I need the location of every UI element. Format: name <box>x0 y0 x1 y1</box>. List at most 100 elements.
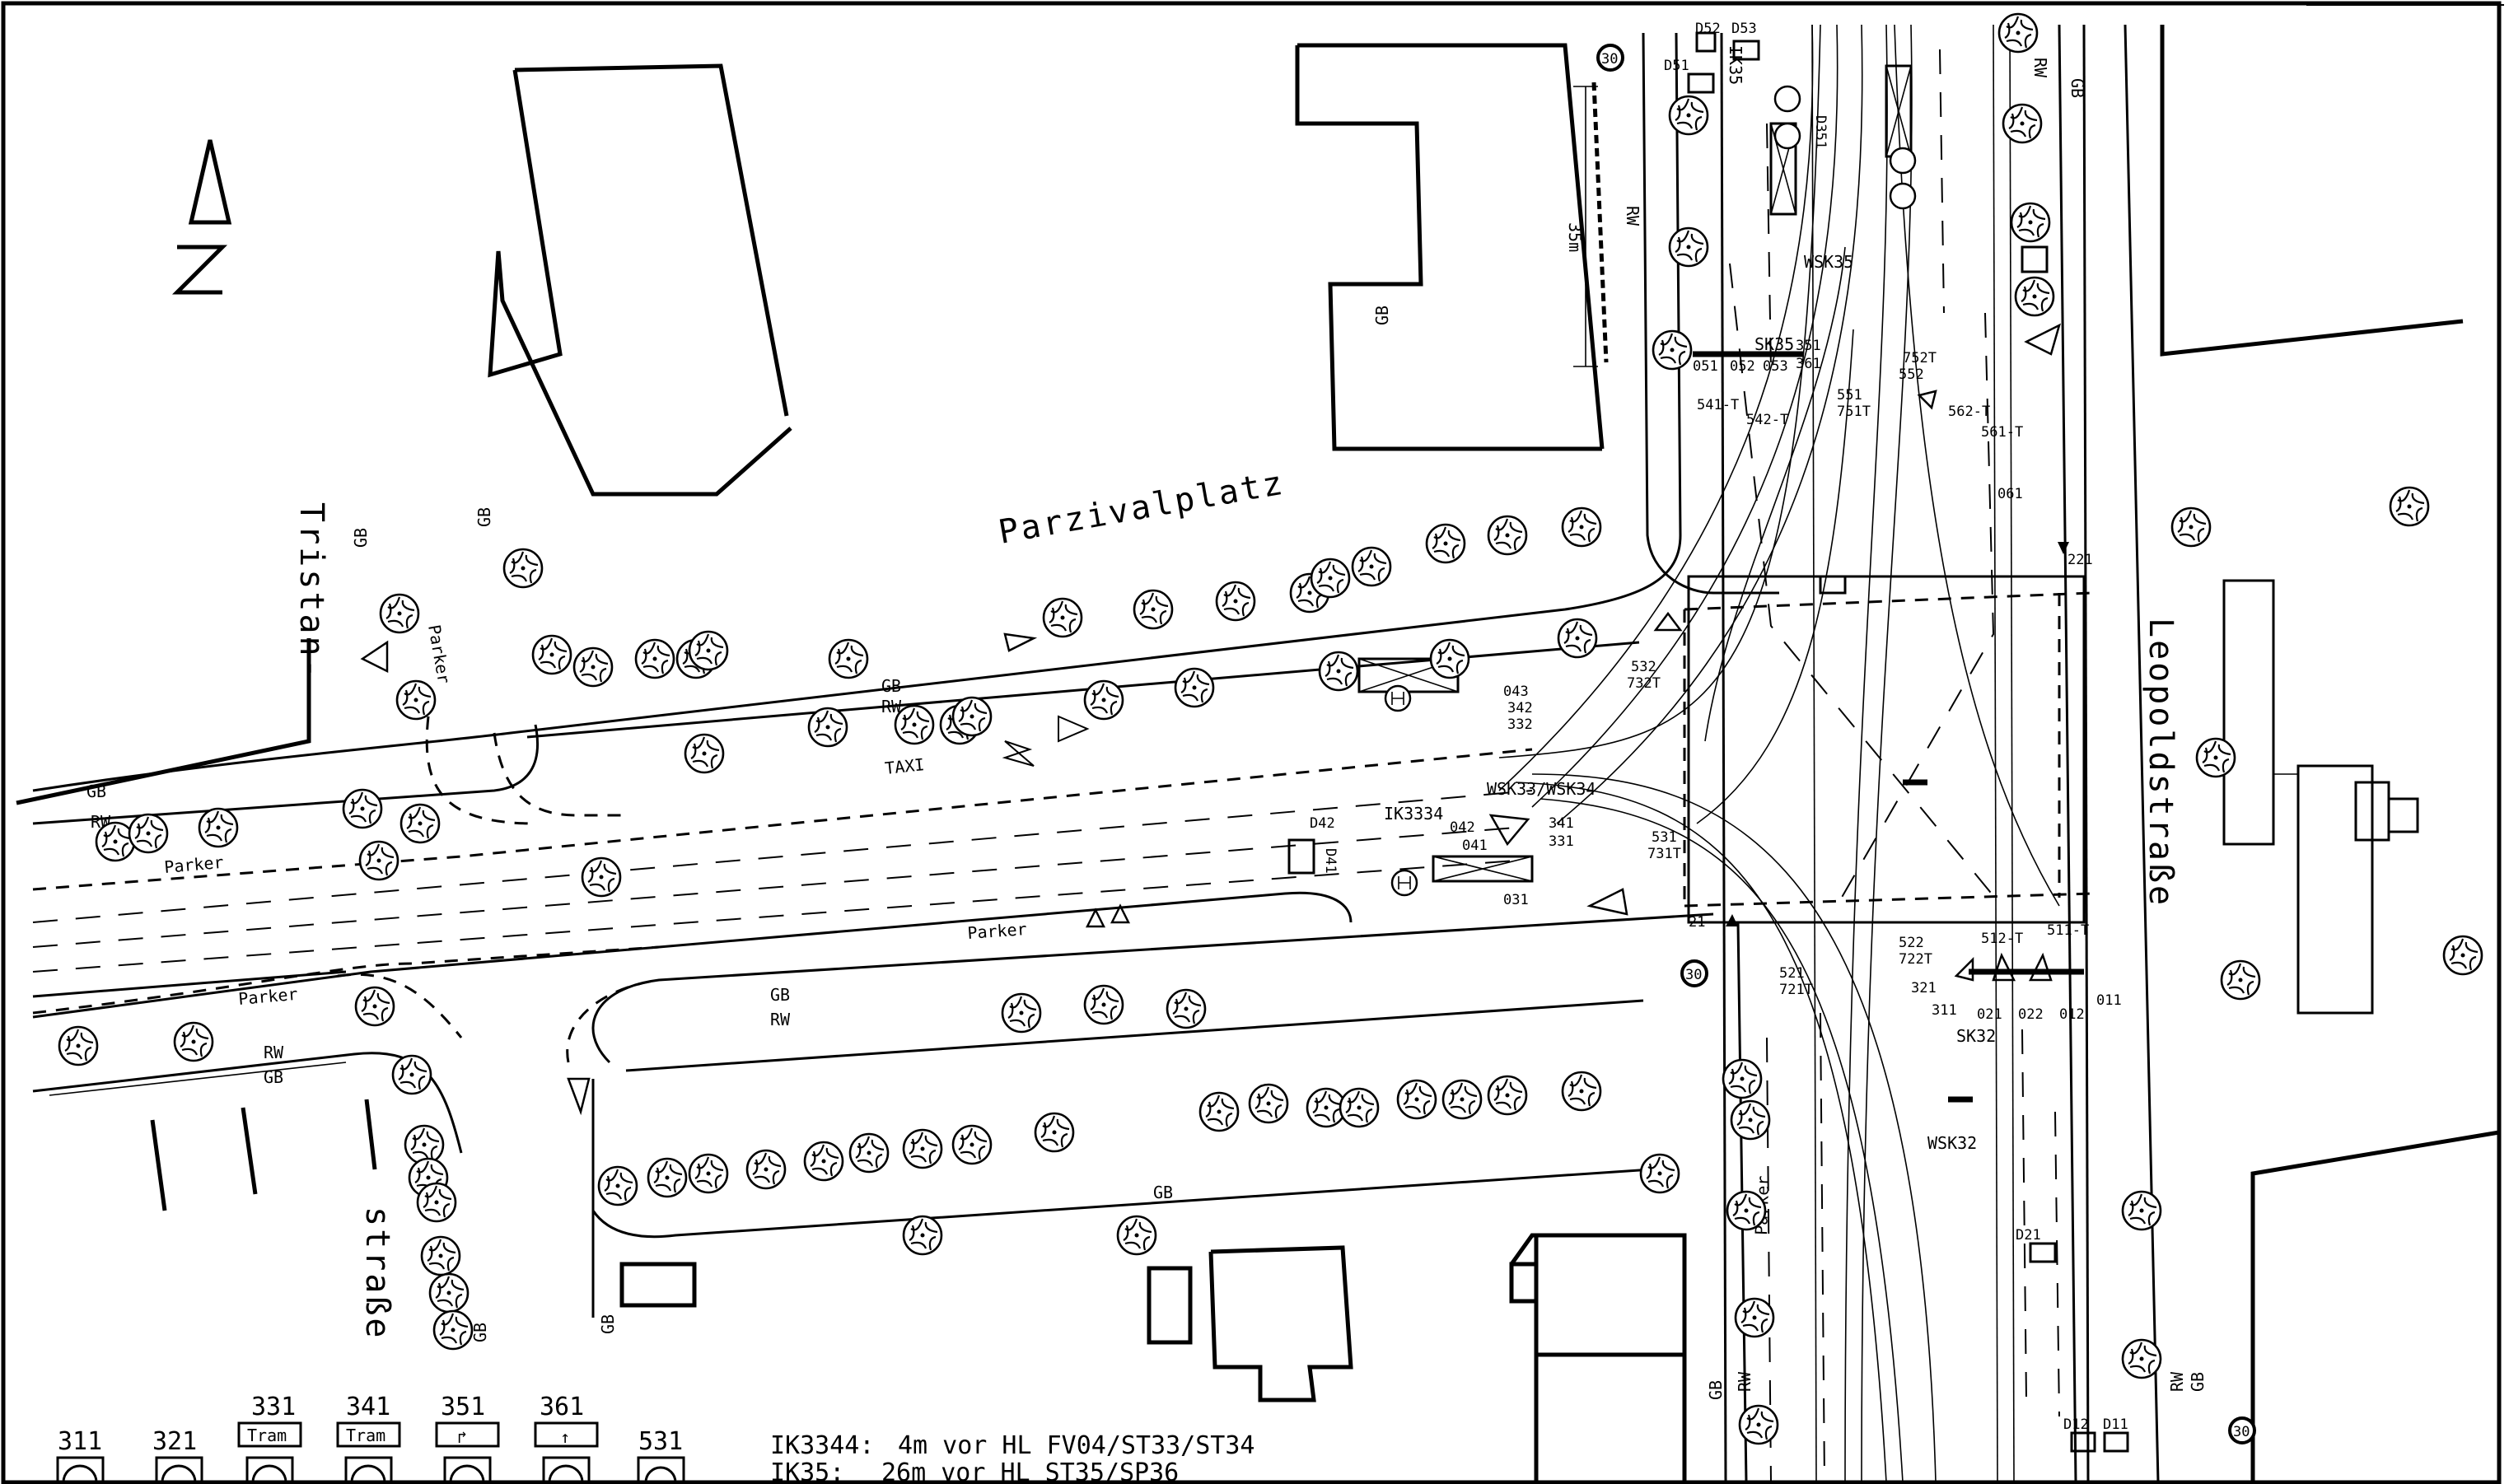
tree-icon <box>1429 638 1470 679</box>
tree-icon <box>1441 1079 1483 1120</box>
tristanstrasse-label-top: Tristan- <box>292 502 330 681</box>
rw-label: RW <box>2030 58 2050 78</box>
legend: 311 321 331 Tram 341 Tram 351 ↱ <box>56 1393 685 1484</box>
tree-icon <box>1306 1087 1347 1128</box>
tree-icon <box>391 1054 432 1095</box>
note-key: IK35: <box>770 1458 844 1484</box>
tree-icon <box>2014 276 2055 317</box>
tree-icon <box>951 696 993 737</box>
tree-icon <box>828 638 869 679</box>
tree-icon <box>1557 618 1598 659</box>
tree-icon <box>684 733 725 774</box>
signal-label: 022 <box>2018 1006 2044 1023</box>
tree-icon <box>951 1124 993 1165</box>
signal-label: 051 <box>1693 358 1718 375</box>
gb-label: GB <box>881 676 901 696</box>
tree-icon <box>1351 546 1392 587</box>
detector-label: D11 <box>2103 1416 2128 1433</box>
tree-icon <box>2195 737 2236 778</box>
legend-code: 321 <box>152 1427 197 1456</box>
tree-icon <box>531 634 572 675</box>
tree-icon <box>1561 1071 1602 1112</box>
tree-icon <box>647 1157 688 1198</box>
tree-icon <box>1198 1091 1240 1132</box>
gb-label: GB <box>1153 1183 1173 1202</box>
tree-icon <box>1116 1215 1157 1256</box>
tram-tracks <box>1498 24 2060 1483</box>
signal-label: 731T <box>1647 846 1681 862</box>
signal-label: 21 <box>1689 914 1705 931</box>
speed-value: 30 <box>1685 967 1702 983</box>
signal-label: 043 <box>1503 684 1529 700</box>
detector-label: D41 <box>1322 848 1339 874</box>
tree-icon <box>395 679 437 721</box>
speed-value: 30 <box>2233 1424 2250 1440</box>
tree-icon <box>1166 988 1207 1029</box>
tree-icon <box>688 1153 729 1194</box>
islands <box>1287 31 2419 1453</box>
buildings <box>16 25 2500 1482</box>
crosswalk-hatch <box>1591 82 1609 363</box>
gb-label: GB <box>2067 78 2087 98</box>
tree-icon <box>420 1235 461 1276</box>
tree-icon <box>597 1165 638 1206</box>
signal-label: 521 <box>1779 965 1805 982</box>
leopoldstrasse-label: Leopoldstraße <box>2142 618 2180 908</box>
tree-icon <box>416 1182 457 1223</box>
gb-label: GB <box>351 528 371 548</box>
tree-icon <box>803 1141 844 1182</box>
tree-icon <box>1722 1058 1763 1099</box>
road-leopoldstrasse <box>1642 24 2160 1483</box>
tree-icon <box>1034 1112 1075 1153</box>
signal-label: 321 <box>1911 980 1937 996</box>
wsk35-label: WSK35 <box>1804 252 1853 272</box>
detector-label: D52 <box>1695 21 1721 37</box>
tree-icon <box>1997 12 2039 54</box>
dim-35m-label: 35m <box>1565 222 1585 252</box>
signal-label: 351 <box>1796 338 1821 354</box>
legend-code: 311 <box>58 1427 102 1456</box>
tree-icon <box>379 593 420 634</box>
gb-label: GB <box>470 1323 490 1342</box>
signal-label: 031 <box>1503 892 1529 908</box>
rw-label: RW <box>1735 1371 1754 1392</box>
signal-label: 562-T <box>1948 404 1990 420</box>
signal-label: 052 <box>1730 358 1755 375</box>
tree-icon <box>581 856 622 898</box>
legend-item: 361 ↑ <box>534 1393 599 1484</box>
wsk3334-label: WSK33/WSK34 <box>1487 779 1596 799</box>
north-arrow-icon <box>171 139 232 295</box>
legend-item: 311 <box>56 1427 105 1484</box>
signal-label: 311 <box>1932 1002 1957 1019</box>
tree-icon <box>404 1124 445 1165</box>
gb-label: GB <box>770 985 790 1005</box>
parzivalplatz-label: Parzivalplatz <box>996 464 1288 551</box>
gb-label: GB <box>2188 1372 2208 1392</box>
labels: Parzivalplatz Leopoldstraße Tristan- str… <box>86 45 2208 1400</box>
tree-icon <box>95 821 136 862</box>
tree-icon <box>2389 486 2430 527</box>
signal-label: 551 <box>1837 387 1862 404</box>
gb-label: GB <box>264 1067 283 1087</box>
signal-label: 041 <box>1462 838 1488 854</box>
signal-label: 522 <box>1899 935 1924 951</box>
ik35-label: IK35 <box>1726 45 1745 85</box>
tree-icon <box>902 1128 943 1169</box>
detector-label: D21 <box>2016 1227 2041 1244</box>
tree-icon <box>1318 651 1359 692</box>
taxi-label: TAXI <box>884 754 925 778</box>
tree-icon <box>1652 329 1693 371</box>
tree-icon <box>2002 103 2043 144</box>
tree-icon <box>2170 506 2212 548</box>
legend-item: 531 <box>637 1427 685 1484</box>
tree-icon <box>1174 667 1215 708</box>
tree-icon <box>1248 1083 1289 1124</box>
tree-icon <box>688 630 729 671</box>
gb-label: GB <box>1706 1380 1726 1400</box>
tree-icon <box>342 788 383 829</box>
tree-icon <box>428 1272 470 1314</box>
tree-icon <box>1215 581 1256 622</box>
tree-icon <box>502 548 544 589</box>
detector-label: D351 <box>1812 115 1829 149</box>
